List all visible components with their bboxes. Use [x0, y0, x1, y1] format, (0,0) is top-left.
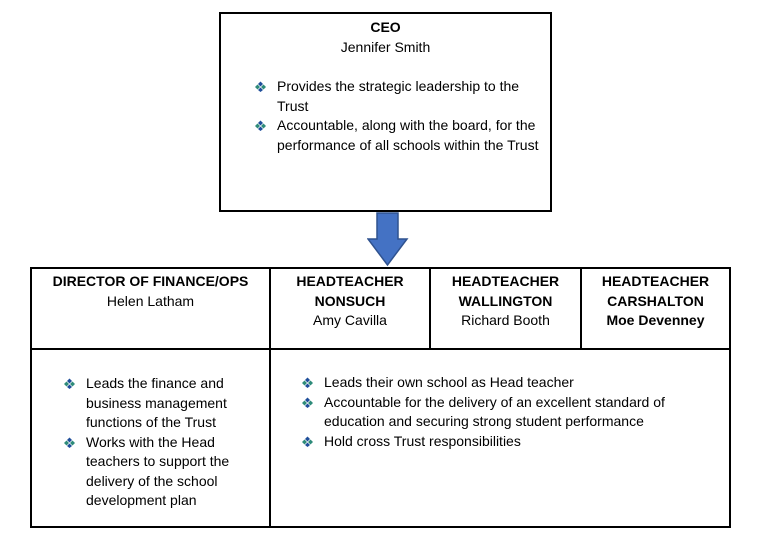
diamond-bullet-icon [64, 437, 75, 448]
column-divider [580, 269, 582, 348]
diamond-bullet-icon [255, 120, 266, 131]
list-item: Accountable for the delivery of an excel… [300, 393, 720, 432]
headteacher-name: Amy Cavilla [313, 312, 387, 328]
diamond-bullet-icon [255, 81, 266, 92]
column-divider [429, 269, 431, 348]
headteacher-wallington-header: HEADTEACHER WALLINGTON Richard Booth [431, 272, 580, 331]
down-arrow-icon [367, 212, 409, 267]
director-header: DIRECTOR OF FINANCE/OPS Helen Latham [32, 272, 269, 311]
staff-box: DIRECTOR OF FINANCE/OPS Helen Latham HEA… [30, 267, 731, 528]
school-name: NONSUCH [314, 292, 386, 309]
ceo-name: Jennifer Smith [340, 39, 431, 55]
row-divider [32, 348, 729, 350]
list-item: Hold cross Trust responsibilities [300, 432, 720, 452]
headteacher-bullet-list: Leads their own school as Head teacher A… [300, 373, 720, 451]
headteacher-title: HEADTEACHER [451, 273, 560, 289]
headteacher-name: Richard Booth [461, 312, 550, 328]
ceo-title: CEO [370, 19, 401, 35]
list-item: Leads their own school as Head teacher [300, 373, 720, 393]
director-title: DIRECTOR OF FINANCE/OPS [52, 273, 249, 289]
diamond-bullet-icon [302, 377, 313, 388]
diamond-bullet-icon [64, 378, 75, 389]
director-name: Helen Latham [106, 292, 195, 309]
diamond-bullet-icon [302, 397, 313, 408]
director-bullet-list: Leads the finance and business managemen… [62, 374, 258, 511]
column-divider [269, 269, 271, 526]
headteacher-carshalton-header: HEADTEACHER CARSHALTON Moe Devenney [582, 272, 729, 331]
school-name: WALLINGTON [458, 292, 553, 309]
list-item: Provides the strategic leadership to the… [253, 77, 543, 116]
school-name: CARSHALTON [607, 292, 704, 309]
ceo-bullet-list: Provides the strategic leadership to the… [253, 77, 543, 155]
list-item: Works with the Head teachers to support … [62, 433, 258, 511]
headteacher-title: HEADTEACHER [601, 273, 710, 289]
list-item: Accountable, along with the board, for t… [253, 116, 543, 155]
ceo-box: CEO Jennifer Smith Provides the strategi… [219, 12, 552, 212]
headteacher-title: HEADTEACHER [296, 273, 404, 289]
headteacher-name: Moe Devenney [606, 312, 705, 328]
diamond-bullet-icon [302, 436, 313, 447]
headteacher-nonsuch-header: HEADTEACHER NONSUCH Amy Cavilla [271, 272, 429, 331]
list-item: Leads the finance and business managemen… [62, 374, 258, 433]
